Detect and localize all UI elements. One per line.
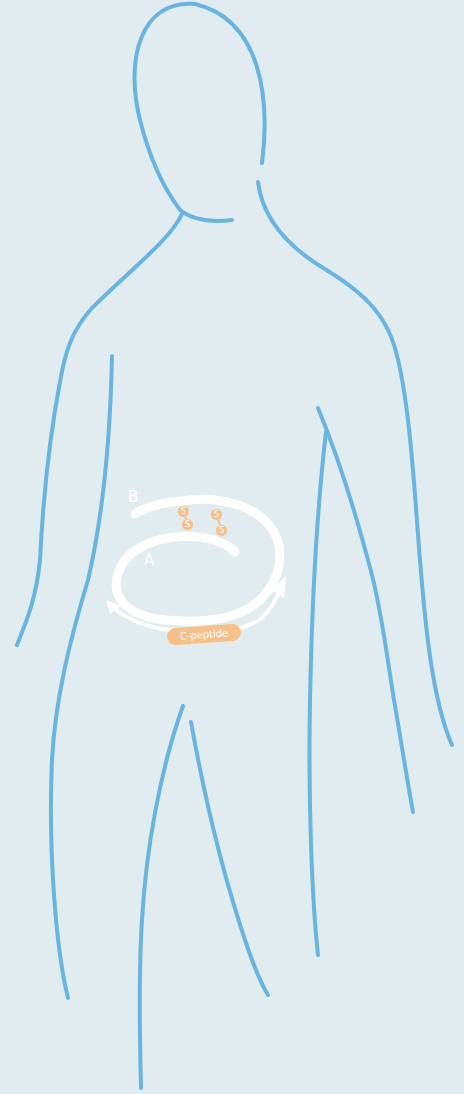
sulfur-atom: S: [216, 525, 227, 536]
sulfur-atom: S: [178, 506, 189, 517]
left-leg-inner: [140, 706, 183, 1088]
arrow-head: [272, 576, 286, 598]
left-arm-outline: [17, 214, 182, 645]
chain-label: A: [144, 552, 154, 568]
head-outline: [135, 4, 265, 221]
left-body-outline: [51, 356, 112, 998]
right-leg-inner: [191, 722, 268, 995]
c-peptide-band: C-peptide: [166, 623, 241, 645]
node-text: S: [214, 509, 219, 520]
node-text: S: [185, 519, 190, 530]
arrow-head: [106, 600, 121, 614]
sulfur-atom: S: [211, 509, 222, 520]
sulfur-atom: S: [182, 519, 193, 530]
proinsulin-chain: [116, 499, 279, 621]
right-arm-outline: [258, 182, 452, 745]
right-arm-inner: [318, 408, 413, 812]
node-text: S: [181, 506, 186, 517]
right-body-outline: [309, 432, 326, 955]
node-text: C-peptide: [179, 624, 229, 644]
chain-label: B: [128, 489, 138, 505]
node-text: S: [219, 525, 224, 536]
